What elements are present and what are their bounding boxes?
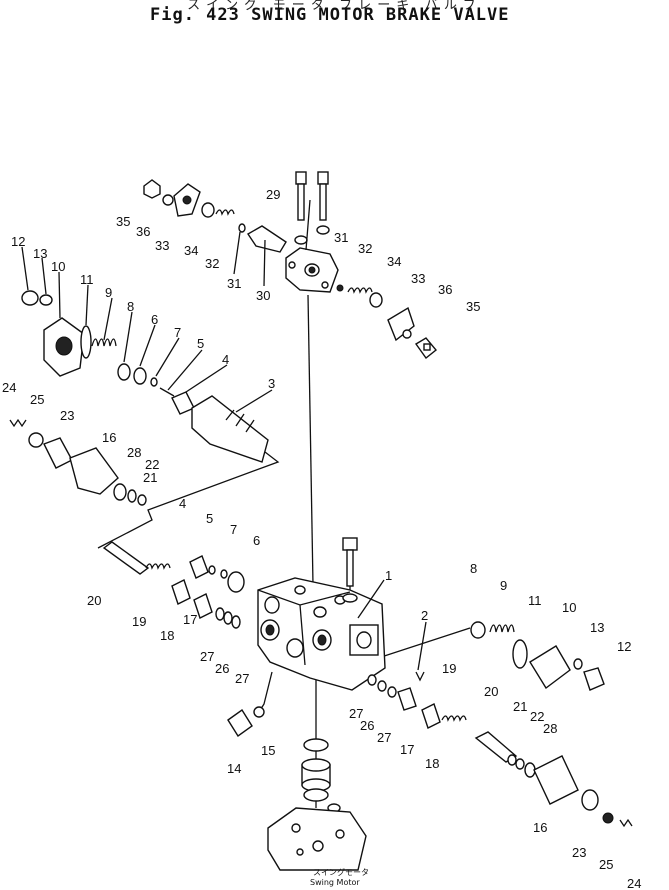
callout-25a: 25 — [30, 392, 44, 407]
callout-26a: 26 — [215, 661, 229, 676]
callout-4b: 4 — [179, 496, 186, 511]
callout-11a: 11 — [80, 272, 94, 287]
callout-33b: 33 — [411, 271, 425, 286]
callout-19b: 19 — [442, 661, 456, 676]
callout-12a: 12 — [11, 234, 25, 249]
callout-4a: 4 — [222, 352, 229, 367]
callout-labels: 1 2 3 4 4 5 5 6 6 7 7 8 8 9 9 10 10 11 1… — [2, 187, 641, 890]
callout-34b: 34 — [387, 254, 401, 269]
callout-33a: 33 — [155, 238, 169, 253]
callout-leaders — [21, 199, 427, 671]
callout-9a: 9 — [105, 285, 112, 300]
left-plug-assembly — [9, 418, 147, 506]
callout-20b: 20 — [484, 684, 498, 699]
callout-28a: 28 — [127, 445, 141, 460]
callout-10b: 10 — [562, 600, 576, 615]
callout-32b: 32 — [358, 241, 372, 256]
callout-21a: 21 — [143, 470, 157, 485]
callout-20a: 20 — [87, 593, 101, 608]
figure-title-japanese: スイング モータ ブレーキ バルブ — [187, 0, 482, 12]
callout-13b: 13 — [590, 620, 604, 635]
swing-motor-label-jp: スイングモータ — [313, 867, 369, 877]
callout-17a: 17 — [183, 612, 197, 627]
callout-7b: 7 — [230, 522, 237, 537]
callout-34a: 34 — [184, 243, 198, 258]
callout-22b: 22 — [530, 709, 544, 724]
callout-26b: 26 — [360, 718, 374, 733]
callout-22a: 22 — [145, 457, 159, 472]
callout-8b: 8 — [470, 561, 477, 576]
upper-left-assembly — [21, 179, 287, 306]
callout-6a: 6 — [151, 312, 158, 327]
leader-lines — [97, 294, 471, 808]
callout-25b: 25 — [599, 857, 613, 872]
callout-17b: 17 — [400, 742, 414, 757]
callout-27c: 27 — [349, 706, 363, 721]
callout-11b: 11 — [528, 593, 542, 608]
callout-16a: 16 — [102, 430, 116, 445]
callout-27a: 27 — [200, 649, 214, 664]
callout-24a: 24 — [2, 380, 16, 395]
callout-7a: 7 — [174, 325, 181, 340]
callout-36a: 36 — [136, 224, 150, 239]
callout-30: 30 — [256, 288, 270, 303]
callout-29: 29 — [266, 187, 280, 202]
callout-13a: 13 — [33, 246, 47, 261]
callout-27b: 27 — [235, 671, 249, 686]
left-lower-assembly — [102, 541, 245, 629]
callout-32a: 32 — [205, 256, 219, 271]
callout-27d: 27 — [377, 730, 391, 745]
callout-28b: 28 — [543, 721, 557, 736]
upper-right-assembly — [336, 284, 437, 360]
bottom-plug — [227, 706, 265, 738]
body-bolt — [342, 537, 358, 603]
callout-19a: 19 — [132, 614, 146, 629]
swing-motor-label-en: Swing Motor — [310, 878, 360, 887]
callout-14: 14 — [227, 761, 241, 776]
callout-18a: 18 — [160, 628, 174, 643]
callout-12b: 12 — [617, 639, 631, 654]
callout-3: 3 — [268, 376, 275, 391]
callout-24b: 24 — [627, 876, 641, 890]
callout-15: 15 — [261, 743, 275, 758]
callout-31b: 31 — [334, 230, 348, 245]
right-lower-assembly — [367, 674, 633, 828]
callout-6b: 6 — [253, 533, 260, 548]
callout-2: 2 — [421, 608, 428, 623]
callout-31a: 31 — [227, 276, 241, 291]
figure-title: Fig. 423 SWING MOTOR BRAKE VALVE — [150, 5, 510, 25]
callout-16b: 16 — [533, 820, 547, 835]
callout-23b: 23 — [572, 845, 586, 860]
valve-body — [257, 577, 386, 691]
left-spool-assembly — [43, 317, 269, 463]
callout-5b: 5 — [206, 511, 213, 526]
callout-23a: 23 — [60, 408, 74, 423]
right-cover-assembly — [415, 621, 605, 691]
swing-motor — [267, 738, 367, 871]
callout-1: 1 — [385, 568, 392, 583]
callout-35b: 35 — [466, 299, 480, 314]
callout-5a: 5 — [197, 336, 204, 351]
callout-35a: 35 — [116, 214, 130, 229]
callout-9b: 9 — [500, 578, 507, 593]
callout-10a: 10 — [51, 259, 65, 274]
callout-36b: 36 — [438, 282, 452, 297]
callout-21b: 21 — [513, 699, 527, 714]
callout-8a: 8 — [127, 299, 134, 314]
callout-18b: 18 — [425, 756, 439, 771]
top-block — [285, 171, 339, 293]
